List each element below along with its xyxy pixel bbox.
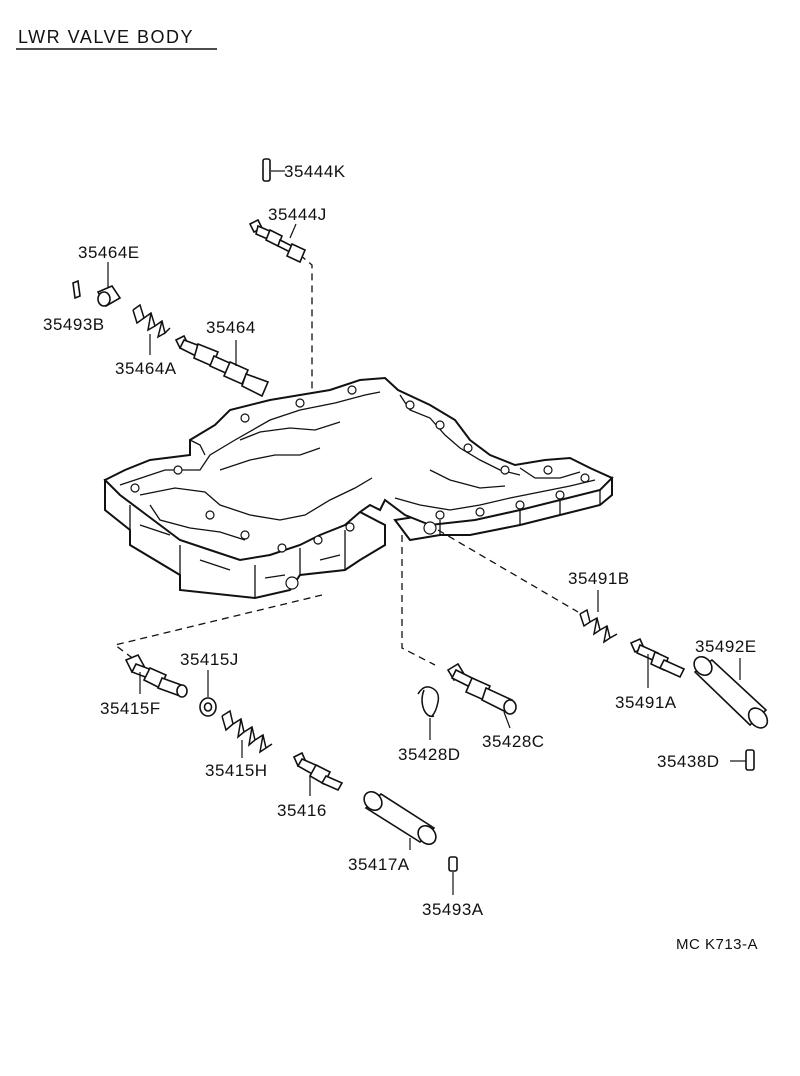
label-35492E: 35492E bbox=[695, 637, 757, 656]
part-35492E-sleeve bbox=[693, 655, 769, 729]
part-35464-valve bbox=[174, 334, 270, 398]
assembly-line-35428 bbox=[401, 535, 436, 666]
label-35493A: 35493A bbox=[422, 900, 484, 919]
label-35464: 35464 bbox=[206, 318, 256, 337]
label-35464E: 35464E bbox=[78, 243, 140, 262]
part-35444J-valve bbox=[248, 218, 307, 264]
assembly-line-35415 bbox=[113, 594, 323, 661]
label-35428D: 35428D bbox=[398, 745, 461, 764]
lower-valve-body bbox=[103, 376, 614, 600]
part-35438D-pin bbox=[730, 749, 755, 771]
label-35491B: 35491B bbox=[568, 569, 630, 588]
part-35464E-plug bbox=[96, 262, 122, 308]
part-35415J-washer bbox=[199, 670, 217, 717]
part-35415F-valve bbox=[124, 653, 188, 698]
part-35493B-clip bbox=[72, 279, 81, 300]
label-35415F: 35415F bbox=[100, 699, 161, 718]
part-35464A-spring bbox=[132, 303, 171, 355]
label-35491A: 35491A bbox=[615, 693, 677, 712]
drawing-code: MC K713-A bbox=[676, 936, 758, 953]
part-35417A-sleeve bbox=[363, 790, 437, 850]
part-35491A-plunger bbox=[629, 637, 686, 688]
part-35491B-spring bbox=[579, 590, 618, 644]
label-35438D: 35438D bbox=[657, 752, 720, 771]
label-35417A: 35417A bbox=[348, 855, 410, 874]
label-35416: 35416 bbox=[277, 801, 327, 820]
assembly-line-35491 bbox=[437, 529, 579, 613]
part-35415H-spring bbox=[221, 709, 273, 758]
diagram-title: LWR VALVE BODY bbox=[18, 27, 194, 47]
label-35415J: 35415J bbox=[180, 650, 239, 669]
label-35428C: 35428C bbox=[482, 732, 545, 751]
part-35493A-pin bbox=[448, 856, 458, 895]
label-35464A: 35464A bbox=[115, 359, 177, 378]
assembly-line-35444 bbox=[299, 254, 313, 392]
label-35415H: 35415H bbox=[205, 761, 268, 780]
label-35444J: 35444J bbox=[268, 205, 327, 224]
part-35428C-valve bbox=[446, 662, 517, 729]
label-35493B: 35493B bbox=[43, 315, 105, 334]
part-35444K-pin bbox=[262, 158, 285, 182]
part-35416-plunger bbox=[292, 751, 344, 796]
part-35428D-clip bbox=[417, 686, 440, 740]
label-35444K: 35444K bbox=[284, 162, 346, 181]
